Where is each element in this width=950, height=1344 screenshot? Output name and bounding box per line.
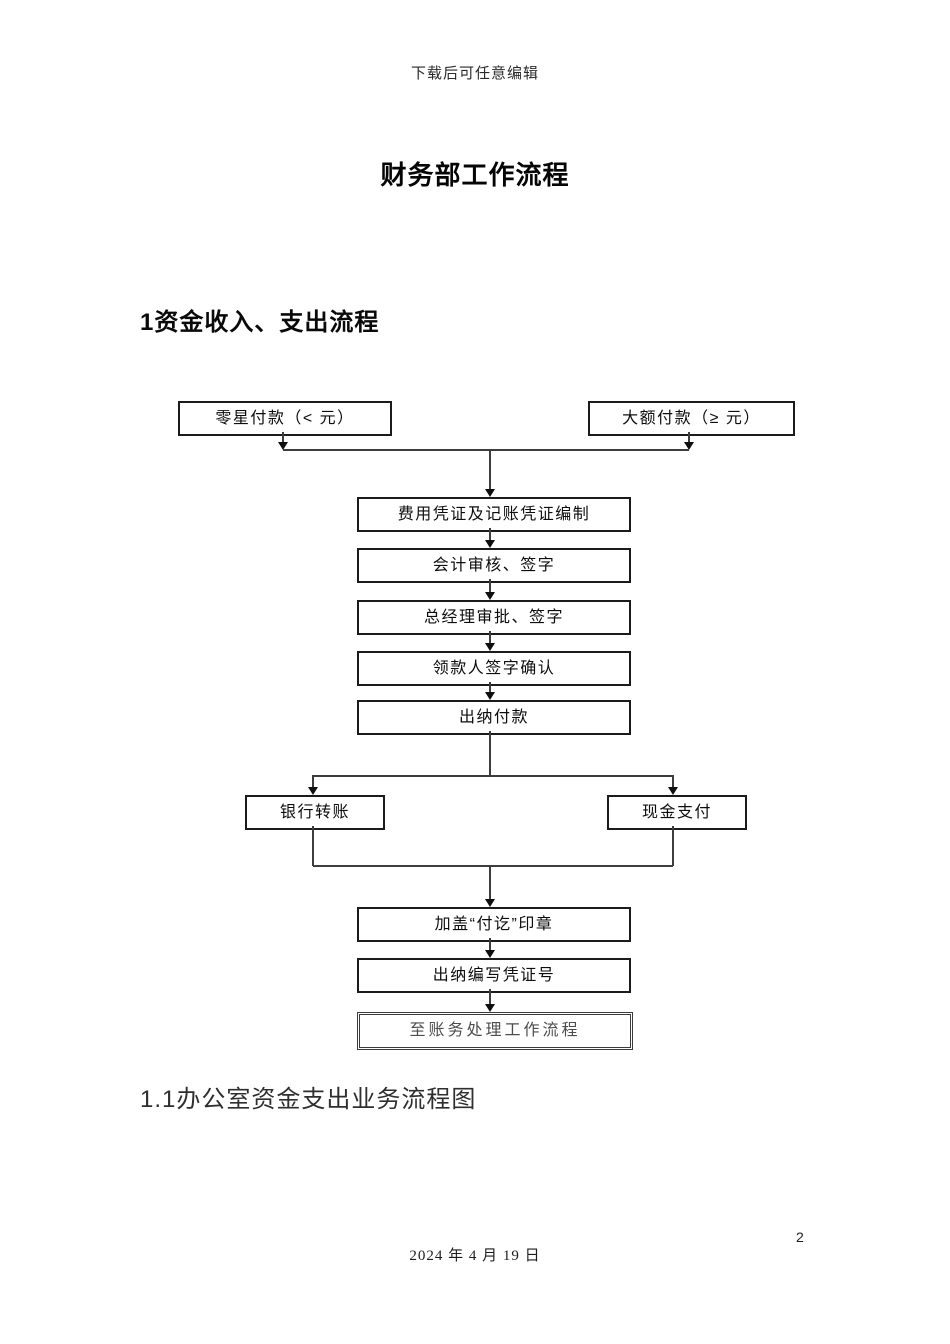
arrowhead-end2 — [485, 950, 495, 958]
flow-box-step-4: 领款人签字确认 — [357, 651, 631, 686]
connector-start-left-stem — [282, 432, 284, 442]
connector-merge-right-stem — [672, 826, 674, 866]
connector-end1-end2 — [489, 938, 491, 950]
connector-split-bar — [313, 775, 673, 777]
flow-box-end-1: 加盖“付讫”印章 — [357, 907, 631, 942]
section-heading-1-1: 1.1办公室资金支出业务流程图 — [140, 1086, 477, 1113]
flow-box-branch-left: 银行转账 — [245, 795, 385, 830]
arrowhead-start-left — [278, 442, 288, 450]
connector-start-right-stem — [688, 432, 690, 442]
connector-step4-step5 — [489, 682, 491, 692]
connector-merge-to-end1 — [489, 865, 491, 899]
arrowhead-step5 — [485, 692, 495, 700]
flow-box-end-2: 出纳编写凭证号 — [357, 958, 631, 993]
arrowhead-branch-left — [308, 787, 318, 795]
connector-split-right-stem — [672, 775, 674, 787]
flow-box-start-right: 大额付款（≥ 元） — [588, 401, 795, 436]
connector-step1-step2 — [489, 528, 491, 540]
section-heading-1: 1资金收入、支出流程 — [140, 309, 380, 336]
arrowhead-step4 — [485, 643, 495, 651]
footer-date: 2024 年 4 月 19 日 — [409, 1248, 541, 1264]
connector-step2-step3 — [489, 579, 491, 592]
arrowhead-start-right — [684, 442, 694, 450]
connector-step3-step4 — [489, 631, 491, 643]
flow-box-end-3: 至账务处理工作流程 — [357, 1012, 633, 1050]
connector-split-left-stem — [312, 775, 314, 787]
document-title: 财务部工作流程 — [380, 160, 570, 190]
flow-box-branch-right: 现金支付 — [607, 795, 747, 830]
arrowhead-branch-right — [668, 787, 678, 795]
connector-step5-split — [489, 731, 491, 776]
arrowhead-step1 — [485, 489, 495, 497]
arrowhead-end1 — [485, 899, 495, 907]
flow-box-step-2: 会计审核、签字 — [357, 548, 631, 583]
arrowhead-end3 — [485, 1004, 495, 1012]
arrowhead-step3 — [485, 592, 495, 600]
connector-end2-end3 — [489, 989, 491, 1004]
connector-merge-bar — [313, 865, 673, 867]
flow-box-step-1: 费用凭证及记账凭证编制 — [357, 497, 631, 532]
connector-merge-left-stem — [312, 826, 314, 866]
watermark-text: 下载后可任意编辑 — [410, 66, 539, 82]
page-number: 2 — [796, 1229, 804, 1245]
arrowhead-step2 — [485, 540, 495, 548]
connector-join-top — [283, 449, 689, 451]
flow-box-step-5: 出纳付款 — [357, 700, 631, 735]
connector-join-to-step1 — [489, 450, 491, 489]
flow-box-start-left: 零星付款（< 元） — [178, 401, 392, 436]
flow-box-step-3: 总经理审批、签字 — [357, 600, 631, 635]
